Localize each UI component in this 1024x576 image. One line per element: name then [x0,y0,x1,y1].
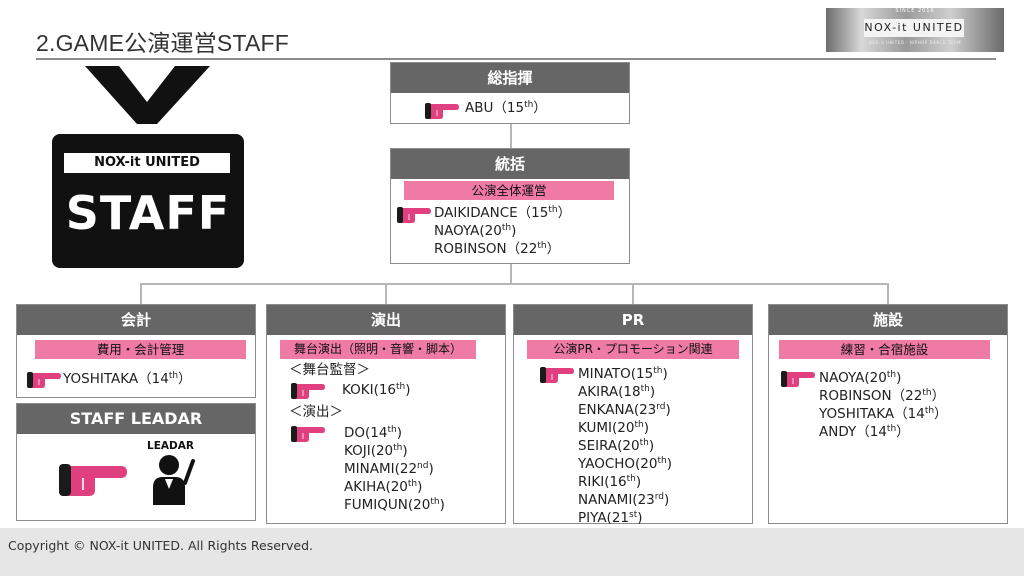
direction-box: 演出 舞台演出（照明・音響・脚本） ＜舞台監督＞ KOKI(16th) ＜演出＞… [266,304,506,524]
list-item: ROBINSON（22th） [819,388,946,404]
badge-label: NOX-it UNITED [64,153,230,173]
list-item: AKIHA(20th) [344,479,423,495]
list-item: DAIKIDANCE（15th） [434,205,572,221]
direction-role: 舞台演出（照明・音響・脚本） [280,340,476,359]
pr-box: PR 公演PR・プロモーション関連 MINATO(15th) AKIRA(18t… [513,304,753,527]
list-item: ROBINSON（22th） [434,241,561,257]
list-item: NANAMI(23rd) [578,492,670,508]
connector-facilities [887,283,889,304]
list-item: KOKI(16th) [342,382,411,398]
logo-since-text: SINCE 2016 [895,8,935,14]
staff-leader-box: STAFF LEADAR LEADAR [16,403,256,521]
leader-figure-label: LEADAR [147,440,194,452]
list-item: AKIRA(18th) [578,384,656,400]
page-title: 2.GAME公演運営STAFF [36,30,290,56]
supervision-box: 統括 公演全体運営 DAIKIDANCE（15th） NAOYA(20th) R… [390,148,630,264]
supervision-members: DAIKIDANCE（15th） NAOYA(20th) ROBINSON（22… [434,204,571,258]
list-item: DO(14th) [344,425,402,441]
pointing-hand-icon [781,370,815,387]
staff-badge: NOX-it UNITED STAFF [52,134,244,268]
accounting-box: 会計 費用・会計管理 YOSHITAKA（14th） [16,304,256,398]
connector-accounting [140,283,142,304]
pointing-hand-icon [291,425,325,442]
pr-members: MINATO(15th) AKIRA(18th) ENKANA(23rd) KU… [578,365,672,527]
connector-pr [632,283,634,304]
facilities-members: NAOYA(20th) ROBINSON（22th） YOSHITAKA（14t… [819,369,948,441]
facilities-title: 施設 [769,305,1007,335]
accounting-member: YOSHITAKA（14th） [63,371,192,387]
pointing-hand-icon [27,371,61,388]
supervision-role: 公演全体運営 [404,181,614,200]
direction-sub-staging: ＜演出＞ [289,404,343,420]
direction-title: 演出 [267,305,505,335]
lanyard-v-icon [85,66,210,124]
accounting-role: 費用・会計管理 [35,340,246,359]
list-item: PIYA(21st) [578,510,643,526]
list-item: KUMI(20th) [578,420,649,436]
connector-horizontal [140,283,889,285]
facilities-box: 施設 練習・合宿施設 NAOYA(20th) ROBINSON（22th） YO… [768,304,1008,524]
pointing-hand-icon [397,206,431,223]
top-director-box: 総指揮 ABU（15th） [390,62,630,124]
supervision-title: 統括 [391,149,629,179]
accounting-title: 会計 [17,305,255,335]
pr-title: PR [514,305,752,335]
title-divider [36,58,996,60]
list-item: NAOYA(20th) [434,223,517,239]
staff-leader-title: STAFF LEADAR [17,404,255,434]
list-item: MINAMI(22nd) [344,461,434,477]
badge-staff-text: STAFF [65,186,231,240]
top-director-member: ABU（15th） [465,100,547,116]
pointing-hand-icon [291,382,325,399]
top-director-title: 総指揮 [391,63,629,93]
pointing-hand-icon [59,463,127,496]
pointing-hand-icon [425,102,459,119]
logo-name: NOX-it UNITED [864,19,964,37]
footer-bar: Copyright © NOX-it UNITED. All Rights Re… [0,528,1024,576]
list-item: SEIRA(20th) [578,438,655,454]
connector-top [510,124,512,148]
list-item: ENKANA(23rd) [578,402,671,418]
copyright-text: Copyright © NOX-it UNITED. All Rights Re… [8,538,314,553]
direction-sub-stage: ＜舞台監督＞ [289,362,370,378]
list-item: RIKI(16th) [578,474,642,490]
leader-figure-icon [153,455,195,505]
pointing-hand-icon [540,366,574,383]
connector-mid [510,264,512,284]
connector-direction [385,283,387,304]
direction-members: DO(14th) KOJI(20th) MINAMI(22nd) AKIHA(2… [344,424,445,514]
list-item: NAOYA(20th) [819,370,902,386]
list-item: ANDY（14th） [819,424,910,440]
brand-logo: SINCE 2016 NOX-it UNITED NOX-it UNITED ·… [826,8,1004,52]
list-item: MINATO(15th) [578,366,668,382]
facilities-role: 練習・合宿施設 [779,340,990,359]
list-item: FUMIQUN(20th) [344,497,445,513]
logo-subtext: NOX-it UNITED · HIPHOP DANCE TEAM [868,40,962,45]
pr-role: 公演PR・プロモーション関連 [527,340,739,359]
list-item: KOJI(20th) [344,443,408,459]
list-item: YAOCHO(20th) [578,456,672,472]
list-item: YOSHITAKA（14th） [819,406,948,422]
